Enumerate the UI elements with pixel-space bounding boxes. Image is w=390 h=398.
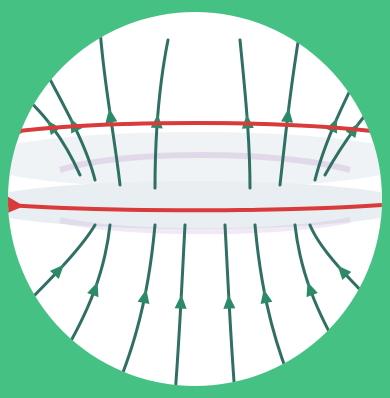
- current-ring: [0, 132, 390, 231]
- ring-band-back: [0, 132, 390, 188]
